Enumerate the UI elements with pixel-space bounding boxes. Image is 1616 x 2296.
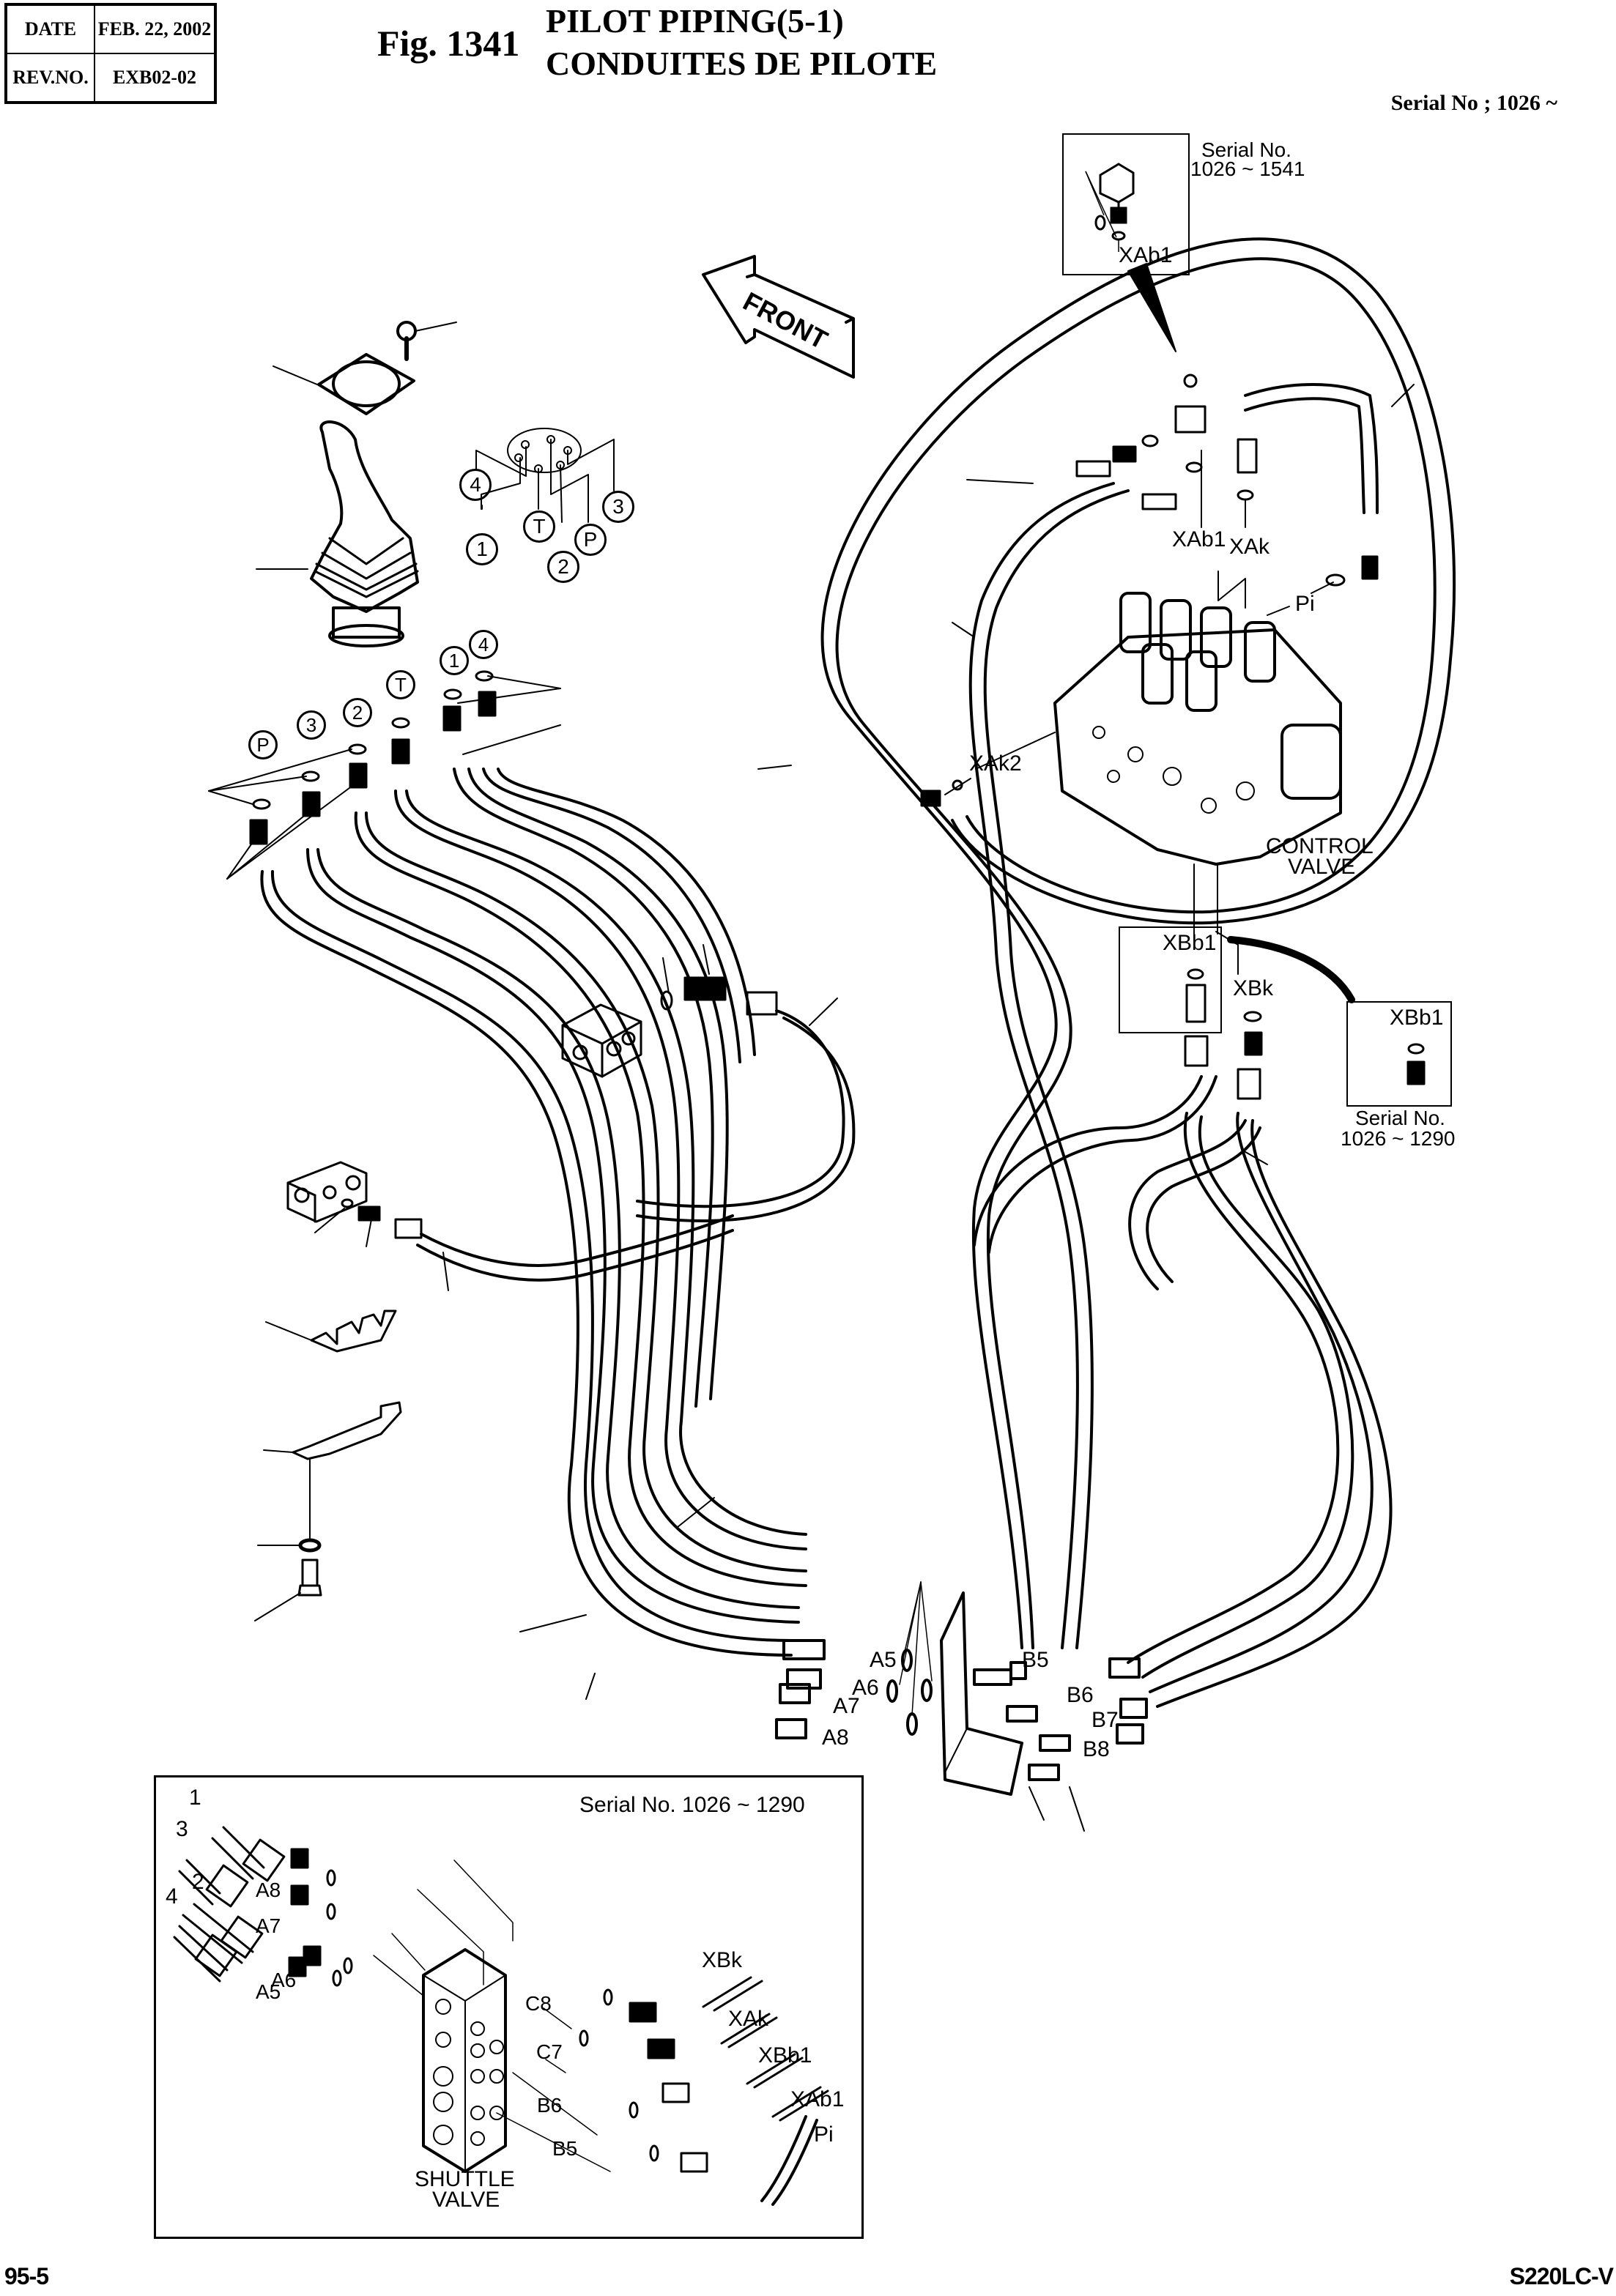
bracket-b7-label: B7 — [1091, 1708, 1119, 1732]
control-valve-label-2: VALVE — [1288, 855, 1356, 879]
port-pi-label: Pi — [1295, 592, 1315, 616]
fitting-t-badge: T — [386, 670, 415, 699]
xbb1-leader-icon — [1227, 936, 1355, 1003]
elbow-fitting-icon — [1085, 163, 1135, 252]
port-2-badge: 2 — [547, 551, 579, 583]
bracket-a6-label: A6 — [852, 1676, 879, 1700]
inset-xbb1-label: XBb1 — [758, 2043, 812, 2067]
inset-c8-label: C8 — [525, 1992, 552, 2015]
serial-range: Serial No ; 1026 ~ — [1390, 91, 1557, 115]
inset-bottom — [154, 1775, 864, 2239]
inset-top-right-serial-label: Serial No. — [1201, 138, 1291, 161]
manifold-block-icon — [286, 1161, 734, 1291]
hose-loops-right-icon — [820, 237, 1456, 1708]
fitting-3-badge: 3 — [297, 710, 326, 740]
inset-leader-icon — [1127, 263, 1176, 352]
revision-key: REV.NO. — [5, 53, 95, 103]
inset-a7-label: A7 — [256, 1914, 281, 1937]
inset-xab1-label: XAb1 — [790, 2087, 845, 2111]
bracket-b5-label: B5 — [1022, 1648, 1049, 1672]
leader-lines — [519, 384, 1415, 1832]
date-key: DATE — [5, 4, 95, 54]
control-valve-icon — [1053, 592, 1342, 866]
inset-right-serial-range: 1026 ~ 1290 — [1341, 1127, 1456, 1150]
page-title: PILOT PIPING(5-1) — [546, 2, 844, 40]
junction-block-icon — [561, 944, 856, 1222]
clamp-bracket-icon — [254, 1309, 402, 1621]
inset-xbk-label: XBk — [702, 1948, 743, 1972]
shuttle-valve-label-2: VALVE — [432, 2188, 500, 2212]
fitting-p-badge: P — [248, 730, 278, 759]
port-4-badge: 4 — [459, 469, 492, 501]
inset-hose-2-label: 2 — [192, 1870, 204, 1894]
inset-a8-label: A8 — [256, 1879, 281, 1901]
inset-b5-label: B5 — [552, 2137, 578, 2160]
revision-row: REV.NO. EXB02-02 — [5, 53, 216, 103]
page-number: 95-5 — [4, 2263, 49, 2289]
fittings-icon — [208, 670, 561, 880]
port-xab1-label: XAb1 — [1172, 527, 1226, 551]
fitting-1-badge: 1 — [440, 646, 469, 675]
inset-hose-1-label: 1 — [189, 1786, 201, 1810]
inset-right — [1346, 1001, 1452, 1107]
inset-xbb1-label: XBb1 — [1163, 931, 1217, 955]
hose-bundle-left-icon — [260, 768, 807, 1657]
inset-hose-4-label: 4 — [166, 1884, 178, 1909]
port-3-badge: 3 — [602, 491, 634, 523]
inset-c7-label: C7 — [536, 2040, 563, 2063]
shuttle-valve-label-1: SHUTTLE — [415, 2167, 515, 2191]
figure-number: Fig. 1341 — [377, 23, 520, 64]
port-xbk-label: XBk — [1233, 976, 1274, 1000]
control-valve-label-1: CONTROL — [1266, 834, 1374, 858]
inset-hose-3-label: 3 — [176, 1817, 188, 1841]
bracket-a7-label: A7 — [833, 1694, 860, 1718]
mount-plate-icon — [273, 321, 457, 415]
port-t-badge: T — [523, 510, 555, 543]
fitting-4-badge: 4 — [469, 630, 498, 659]
bracket-b6-label: B6 — [1067, 1683, 1094, 1707]
date-value: FEB. 22, 2002 — [94, 4, 216, 54]
bracket-a5-label: A5 — [870, 1648, 897, 1672]
joystick-icon — [256, 420, 419, 647]
inset-a6-label: A6 — [271, 1969, 297, 1991]
date-row: DATE FEB. 22, 2002 — [5, 4, 216, 54]
l-bracket-icon — [775, 1581, 1148, 1796]
model-number: S220LC-V — [1509, 2263, 1614, 2289]
port-p-badge: P — [574, 524, 607, 556]
fitting-2-badge: 2 — [343, 698, 372, 727]
port-xak2-label: XAk2 — [969, 751, 1022, 776]
inset-top-right-port: XAb1 — [1119, 243, 1173, 267]
page-subtitle: CONDUITES DE PILOTE — [546, 45, 938, 82]
valve-fittings-icon — [920, 374, 1379, 807]
port-map-icon — [475, 428, 615, 523]
inset-hoses-icon — [173, 1826, 829, 2206]
inset-a5-label: A5 — [256, 1980, 281, 2003]
inset-pi-label: Pi — [814, 2122, 834, 2147]
port-xak-label: XAk — [1229, 535, 1270, 559]
inset-bottom-serial: Serial No. 1026 ~ 1290 — [579, 1793, 805, 1817]
xbb1-fittings-icon — [1184, 968, 1426, 1100]
inset-top-right: XAb1 — [1062, 133, 1190, 275]
revision-info-table: DATE FEB. 22, 2002 REV.NO. EXB02-02 — [4, 3, 217, 104]
bracket-b8-label: B8 — [1083, 1737, 1110, 1761]
inset-xak-label: XAk — [728, 2007, 769, 2031]
bracket-a8-label: A8 — [822, 1725, 849, 1750]
inset-xbb1 — [1119, 926, 1222, 1033]
front-arrow-icon — [702, 255, 855, 379]
inset-top-right-serial-range: 1026 ~ 1541 — [1190, 157, 1305, 180]
inset-b6-label: B6 — [537, 2094, 563, 2117]
revision-value: EXB02-02 — [94, 53, 216, 103]
inset-right-label: XBb1 — [1390, 1006, 1444, 1030]
inset-right-serial-label: Serial No. — [1355, 1107, 1445, 1129]
port-1-badge: 1 — [466, 533, 498, 565]
shuttle-valve-icon — [422, 1948, 507, 2173]
